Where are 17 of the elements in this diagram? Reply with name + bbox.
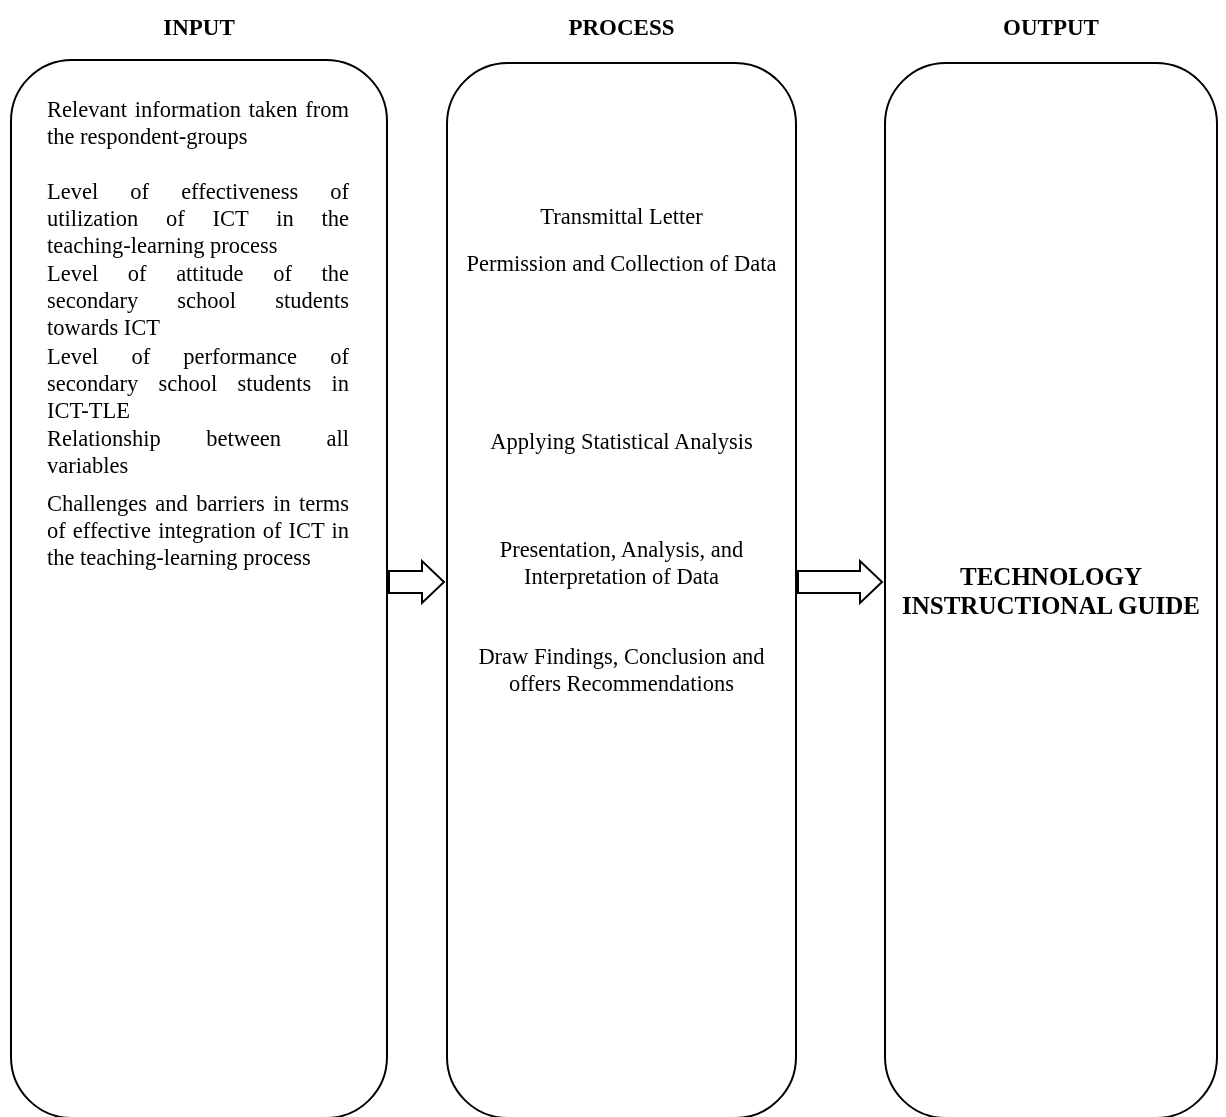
column-heading: INPUT xyxy=(162,14,236,41)
output-text: TECHNOLOGY INSTRUCTIONAL GUIDE xyxy=(901,562,1201,620)
item-text: Permission and Collection of Data xyxy=(466,250,777,277)
item-text: Presentation, Analysis, and Interpretation of Data xyxy=(498,536,745,590)
item-text: Challenges and barriers in terms of effective integration of ICT in the teaching-learning process xyxy=(47,490,349,571)
item-text: Draw Findings, Conclusion and offers Recommendations xyxy=(477,643,766,697)
block-arrow xyxy=(797,558,884,606)
item-text: Level of effectiveness of utilization of ICT in the teaching-learning process xyxy=(47,178,349,259)
item-text: Relevant information taken from the respondent-groups xyxy=(47,96,349,150)
item-text: Transmittal Letter xyxy=(539,203,704,230)
column-heading: PROCESS xyxy=(567,14,676,41)
item-text: Relationship between all variables xyxy=(47,425,349,479)
item-text: Level of attitude of the secondary school students towards ICT xyxy=(47,260,349,341)
item-text: Level of performance of secondary school students in ICT-TLE xyxy=(47,343,349,424)
column-heading: OUTPUT xyxy=(1002,14,1100,41)
item-text: Applying Statistical Analysis xyxy=(489,428,754,455)
block-arrow xyxy=(388,558,446,606)
